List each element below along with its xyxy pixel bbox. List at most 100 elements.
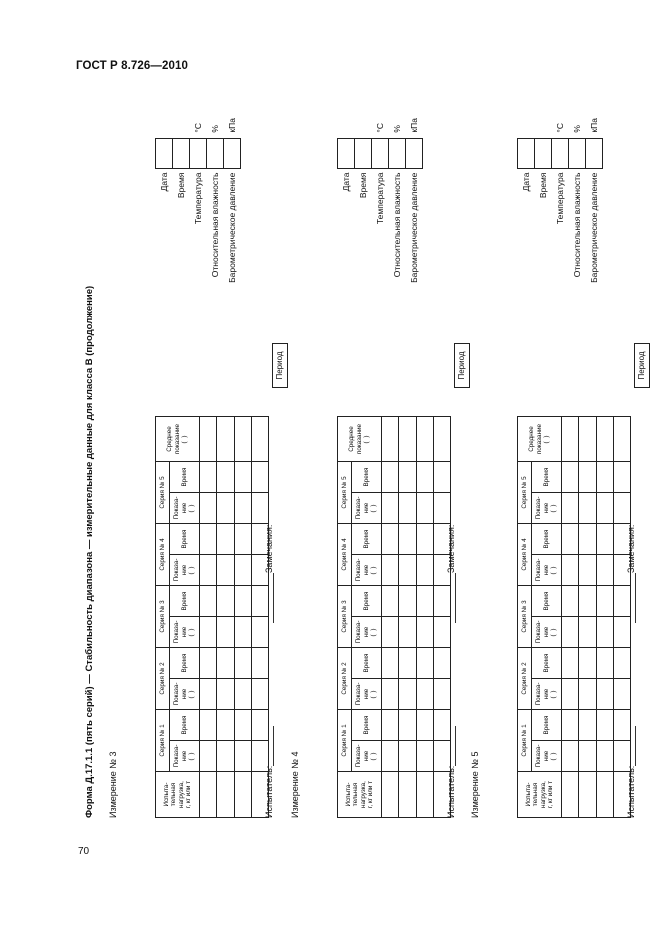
table-cell[interactable] — [381, 554, 399, 586]
table-cell[interactable] — [433, 461, 451, 493]
table-cell[interactable] — [251, 416, 269, 462]
table-cell[interactable] — [561, 616, 579, 648]
table-cell[interactable] — [416, 416, 434, 462]
table-cell[interactable] — [578, 585, 597, 617]
remarks-blank-line[interactable] — [455, 573, 456, 623]
table-cell[interactable] — [561, 523, 579, 555]
table-cell[interactable] — [416, 771, 434, 818]
table-cell[interactable] — [561, 647, 579, 679]
table-cell[interactable] — [613, 678, 631, 710]
table-cell[interactable] — [234, 678, 252, 710]
condition-value[interactable] — [155, 138, 173, 169]
table-cell[interactable] — [216, 709, 235, 741]
table-cell[interactable] — [216, 616, 235, 648]
table-cell[interactable] — [578, 647, 597, 679]
table-cell[interactable] — [578, 771, 597, 818]
table-cell[interactable] — [251, 647, 269, 679]
condition-value[interactable] — [388, 138, 406, 169]
table-cell[interactable] — [416, 647, 434, 679]
table-cell[interactable] — [596, 678, 614, 710]
table-cell[interactable] — [416, 616, 434, 648]
table-cell[interactable] — [251, 678, 269, 710]
table-cell[interactable] — [398, 492, 417, 524]
table-cell[interactable] — [199, 461, 217, 493]
table-cell[interactable] — [381, 771, 399, 818]
table-cell[interactable] — [613, 461, 631, 493]
table-cell[interactable] — [398, 523, 417, 555]
table-cell[interactable] — [234, 709, 252, 741]
table-cell[interactable] — [216, 771, 235, 818]
condition-value[interactable] — [172, 138, 190, 169]
table-cell[interactable] — [199, 678, 217, 710]
table-cell[interactable] — [433, 647, 451, 679]
table-cell[interactable] — [416, 554, 434, 586]
table-cell[interactable] — [416, 678, 434, 710]
table-cell[interactable] — [234, 554, 252, 586]
table-cell[interactable] — [578, 554, 597, 586]
table-cell[interactable] — [398, 709, 417, 741]
table-cell[interactable] — [578, 740, 597, 772]
remarks-blank-line[interactable] — [273, 573, 274, 623]
table-cell[interactable] — [561, 492, 579, 524]
table-cell[interactable] — [398, 416, 417, 462]
condition-value[interactable] — [517, 138, 535, 169]
condition-value[interactable] — [206, 138, 224, 169]
condition-value[interactable] — [534, 138, 552, 169]
table-cell[interactable] — [561, 461, 579, 493]
tester-blank-line[interactable] — [273, 725, 274, 766]
table-cell[interactable] — [199, 740, 217, 772]
condition-value[interactable] — [568, 138, 586, 169]
table-cell[interactable] — [596, 461, 614, 493]
table-cell[interactable] — [578, 616, 597, 648]
table-cell[interactable] — [234, 647, 252, 679]
table-cell[interactable] — [199, 416, 217, 462]
table-cell[interactable] — [433, 492, 451, 524]
table-cell[interactable] — [596, 647, 614, 679]
table-cell[interactable] — [398, 771, 417, 818]
table-cell[interactable] — [381, 616, 399, 648]
condition-value[interactable] — [337, 138, 355, 169]
table-cell[interactable] — [234, 585, 252, 617]
table-cell[interactable] — [216, 492, 235, 524]
table-cell[interactable] — [578, 678, 597, 710]
table-cell[interactable] — [561, 554, 579, 586]
table-cell[interactable] — [596, 554, 614, 586]
table-cell[interactable] — [381, 461, 399, 493]
table-cell[interactable] — [416, 523, 434, 555]
table-cell[interactable] — [416, 585, 434, 617]
table-cell[interactable] — [234, 616, 252, 648]
table-cell[interactable] — [561, 678, 579, 710]
tester-blank-line[interactable] — [635, 725, 636, 766]
table-cell[interactable] — [234, 492, 252, 524]
table-cell[interactable] — [613, 416, 631, 462]
table-cell[interactable] — [561, 771, 579, 818]
table-cell[interactable] — [433, 678, 451, 710]
table-cell[interactable] — [398, 647, 417, 679]
table-cell[interactable] — [398, 554, 417, 586]
table-cell[interactable] — [381, 647, 399, 679]
table-cell[interactable] — [561, 585, 579, 617]
condition-value[interactable] — [223, 138, 241, 169]
table-cell[interactable] — [216, 461, 235, 493]
table-cell[interactable] — [596, 523, 614, 555]
table-cell[interactable] — [613, 647, 631, 679]
table-cell[interactable] — [578, 416, 597, 462]
table-cell[interactable] — [234, 771, 252, 818]
table-cell[interactable] — [234, 416, 252, 462]
condition-value[interactable] — [585, 138, 603, 169]
table-cell[interactable] — [561, 709, 579, 741]
table-cell[interactable] — [416, 492, 434, 524]
table-cell[interactable] — [216, 523, 235, 555]
table-cell[interactable] — [596, 616, 614, 648]
table-cell[interactable] — [416, 740, 434, 772]
table-cell[interactable] — [578, 709, 597, 741]
table-cell[interactable] — [416, 709, 434, 741]
table-cell[interactable] — [398, 740, 417, 772]
condition-value[interactable] — [354, 138, 372, 169]
table-cell[interactable] — [251, 492, 269, 524]
condition-value[interactable] — [371, 138, 389, 169]
table-cell[interactable] — [234, 740, 252, 772]
table-cell[interactable] — [578, 461, 597, 493]
table-cell[interactable] — [613, 492, 631, 524]
tester-blank-line[interactable] — [455, 725, 456, 766]
